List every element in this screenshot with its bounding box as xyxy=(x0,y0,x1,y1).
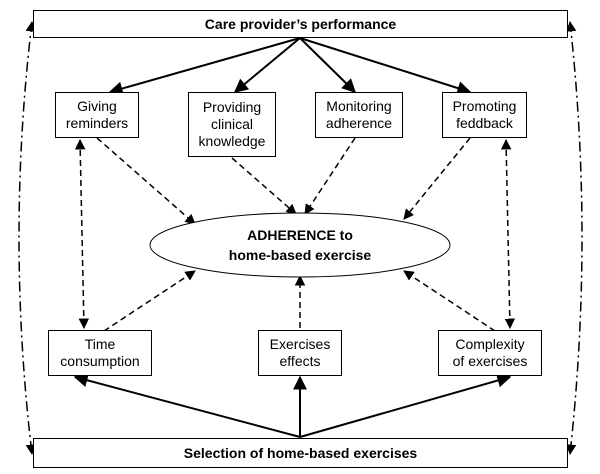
dashed-knowledge-to-adherence xyxy=(231,157,297,215)
arrow-performance-to-feedback xyxy=(299,37,472,95)
dashed-time-to-adherence xyxy=(103,270,196,332)
care-provider-performance-bar: Care provider’s performance xyxy=(33,10,568,38)
dashed-reminders-to-adherence xyxy=(96,137,196,225)
adherence-line-1: ADHERENCE to xyxy=(247,227,353,243)
dashed-reminders-time-link xyxy=(74,138,90,330)
providing-clinical-knowledge-box: Providing clinical knowledge xyxy=(188,92,276,157)
arrow-performance-to-reminders xyxy=(108,37,301,96)
giving-reminders-box: Giving reminders xyxy=(55,92,139,138)
dashed-feedback-complexity-link xyxy=(500,138,516,330)
monitoring-adherence-box: Monitoring adherence xyxy=(315,92,403,138)
dashdot-right-loop xyxy=(565,20,583,456)
dashed-complexity-to-adherence xyxy=(403,270,496,332)
selection-home-based-exercises-bar: Selection of home-based exercises xyxy=(33,438,568,468)
complexity-of-exercises-box: Complexity of exercises xyxy=(438,330,542,376)
dashed-feedback-to-adherence xyxy=(403,137,471,220)
arrow-performance-to-monitoring xyxy=(299,37,356,93)
arrow-performance-to-knowledge xyxy=(233,37,301,93)
dashdot-left-loop xyxy=(18,20,37,456)
adherence-line-2: home-based exercise xyxy=(228,247,372,263)
adherence-ellipse xyxy=(149,212,451,278)
adherence-label: ADHERENCE to home-based exercise xyxy=(170,225,430,265)
exercises-effects-box: Exercises effects xyxy=(258,330,342,376)
promoting-feedback-box: Promoting feddback xyxy=(442,92,527,138)
time-consumption-box: Time consumption xyxy=(48,330,152,376)
arrow-selection-to-time xyxy=(73,373,301,438)
arrow-selection-to-complexity xyxy=(299,373,512,438)
dashed-monitoring-to-adherence xyxy=(304,137,356,215)
